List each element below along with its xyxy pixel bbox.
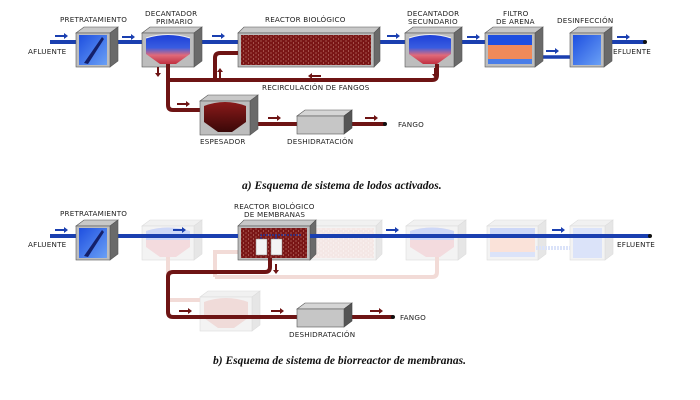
arrow-icon [552, 227, 565, 233]
caption-a: a) Esquema de sistema de lodos activados… [242, 180, 442, 192]
arrow-icon [546, 48, 559, 54]
water-pipe-b [50, 234, 652, 238]
membrane-module-icon [255, 234, 302, 256]
diagram-b: PRETRATAMIENTO REACTOR BIOLÓGICO DE MEMB… [28, 202, 655, 367]
label-bioreactor: REACTOR BIOLÓGICO [265, 15, 346, 24]
pretreatment-tank-b [75, 219, 119, 261]
caption-b: b) Esquema de sistema de biorreactor de … [213, 355, 466, 367]
arrow-icon [55, 227, 68, 233]
label-pretreatment-b: PRETRATAMIENTO [60, 209, 127, 218]
arrow-down-icon [155, 67, 161, 77]
arrow-icon [212, 33, 225, 39]
label-dewatering: DESHIDRATACIÓN [287, 137, 353, 146]
label-mbr-2: DE MEMBRANAS [244, 210, 305, 219]
arrow-icon [467, 34, 480, 40]
label-secondary-clarifier-2: SECUNDARIO [408, 17, 458, 26]
label-primary-clarifier-2: PRIMARIO [156, 17, 193, 26]
sludge-arrows-a [155, 67, 438, 121]
arrow-icon [55, 33, 68, 39]
dewatering-unit-b [296, 302, 353, 328]
arrow-down-icon [273, 264, 279, 274]
arrow-left-icon [308, 73, 321, 79]
primary-clarifier-a [141, 26, 203, 68]
disinfection-tank-a [569, 26, 613, 68]
label-recirculation: RECIRCULACIÓN DE FANGOS [262, 83, 370, 92]
arrow-icon [177, 101, 190, 107]
label-sand-filter-2: DE ARENA [496, 17, 535, 26]
label-sand-filter: FILTRO [503, 9, 529, 18]
diagram-a: PRETRATAMIENTO DECANTADOR PRIMARIO REACT… [28, 9, 651, 192]
label-outlet: EFLUENTE [613, 47, 651, 56]
flow-arrows-b [55, 227, 565, 233]
sand-filter-a [484, 26, 544, 68]
arrow-down-icon [432, 68, 438, 78]
sludge-arrows-b [179, 264, 383, 314]
label-inlet: AFLUENTE [28, 47, 67, 56]
faded-secondary-clarifier [405, 219, 467, 261]
arrow-icon [387, 33, 400, 39]
flow-arrows-a [55, 33, 630, 54]
sludge-outlet-dot [391, 315, 395, 319]
label-sludge: FANGO [398, 120, 424, 129]
faded-disinfection [569, 219, 614, 261]
bioreactor-a [237, 26, 381, 68]
arrow-icon [386, 227, 399, 233]
secondary-clarifier-a [404, 26, 463, 68]
sludge-outlet-dot [383, 122, 387, 126]
label-mbr: REACTOR BIOLÓGICO [234, 202, 315, 211]
label-sludge-b: FANGO [400, 313, 426, 322]
faded-sand-filter [486, 219, 547, 261]
arrow-icon [173, 227, 186, 233]
dewatering-unit-a [296, 109, 353, 135]
arrow-icon [122, 34, 135, 40]
arrow-icon [370, 308, 383, 314]
label-dewatering-b: DESHIDRATACIÓN [289, 330, 355, 339]
arrow-icon [271, 308, 284, 314]
membrane-bioreactor-b [237, 219, 317, 261]
label-thickener: ESPESADOR [200, 137, 246, 146]
arrow-icon [617, 34, 630, 40]
arrow-icon [268, 115, 281, 121]
faded-primary-clarifier [141, 219, 203, 261]
arrow-up-icon [217, 68, 223, 78]
faded-bioreactor-extension [309, 219, 383, 261]
sludge-pipes-b [166, 258, 393, 319]
pretreatment-tank-a [75, 26, 119, 68]
label-secondary-clarifier: DECANTADOR [407, 9, 459, 18]
label-primary-clarifier: DECANTADOR [145, 9, 197, 18]
label-disinfection: DESINFECCIÓN [557, 16, 613, 25]
thickener-a [199, 94, 259, 136]
label-inlet-b: AFLUENTE [28, 240, 67, 249]
faded-thickener [199, 290, 261, 332]
label-outlet-b: EFLUENTE [617, 240, 655, 249]
arrow-icon [365, 115, 378, 121]
label-pretreatment: PRETRATAMIENTO [60, 15, 127, 24]
arrow-icon [179, 308, 192, 314]
